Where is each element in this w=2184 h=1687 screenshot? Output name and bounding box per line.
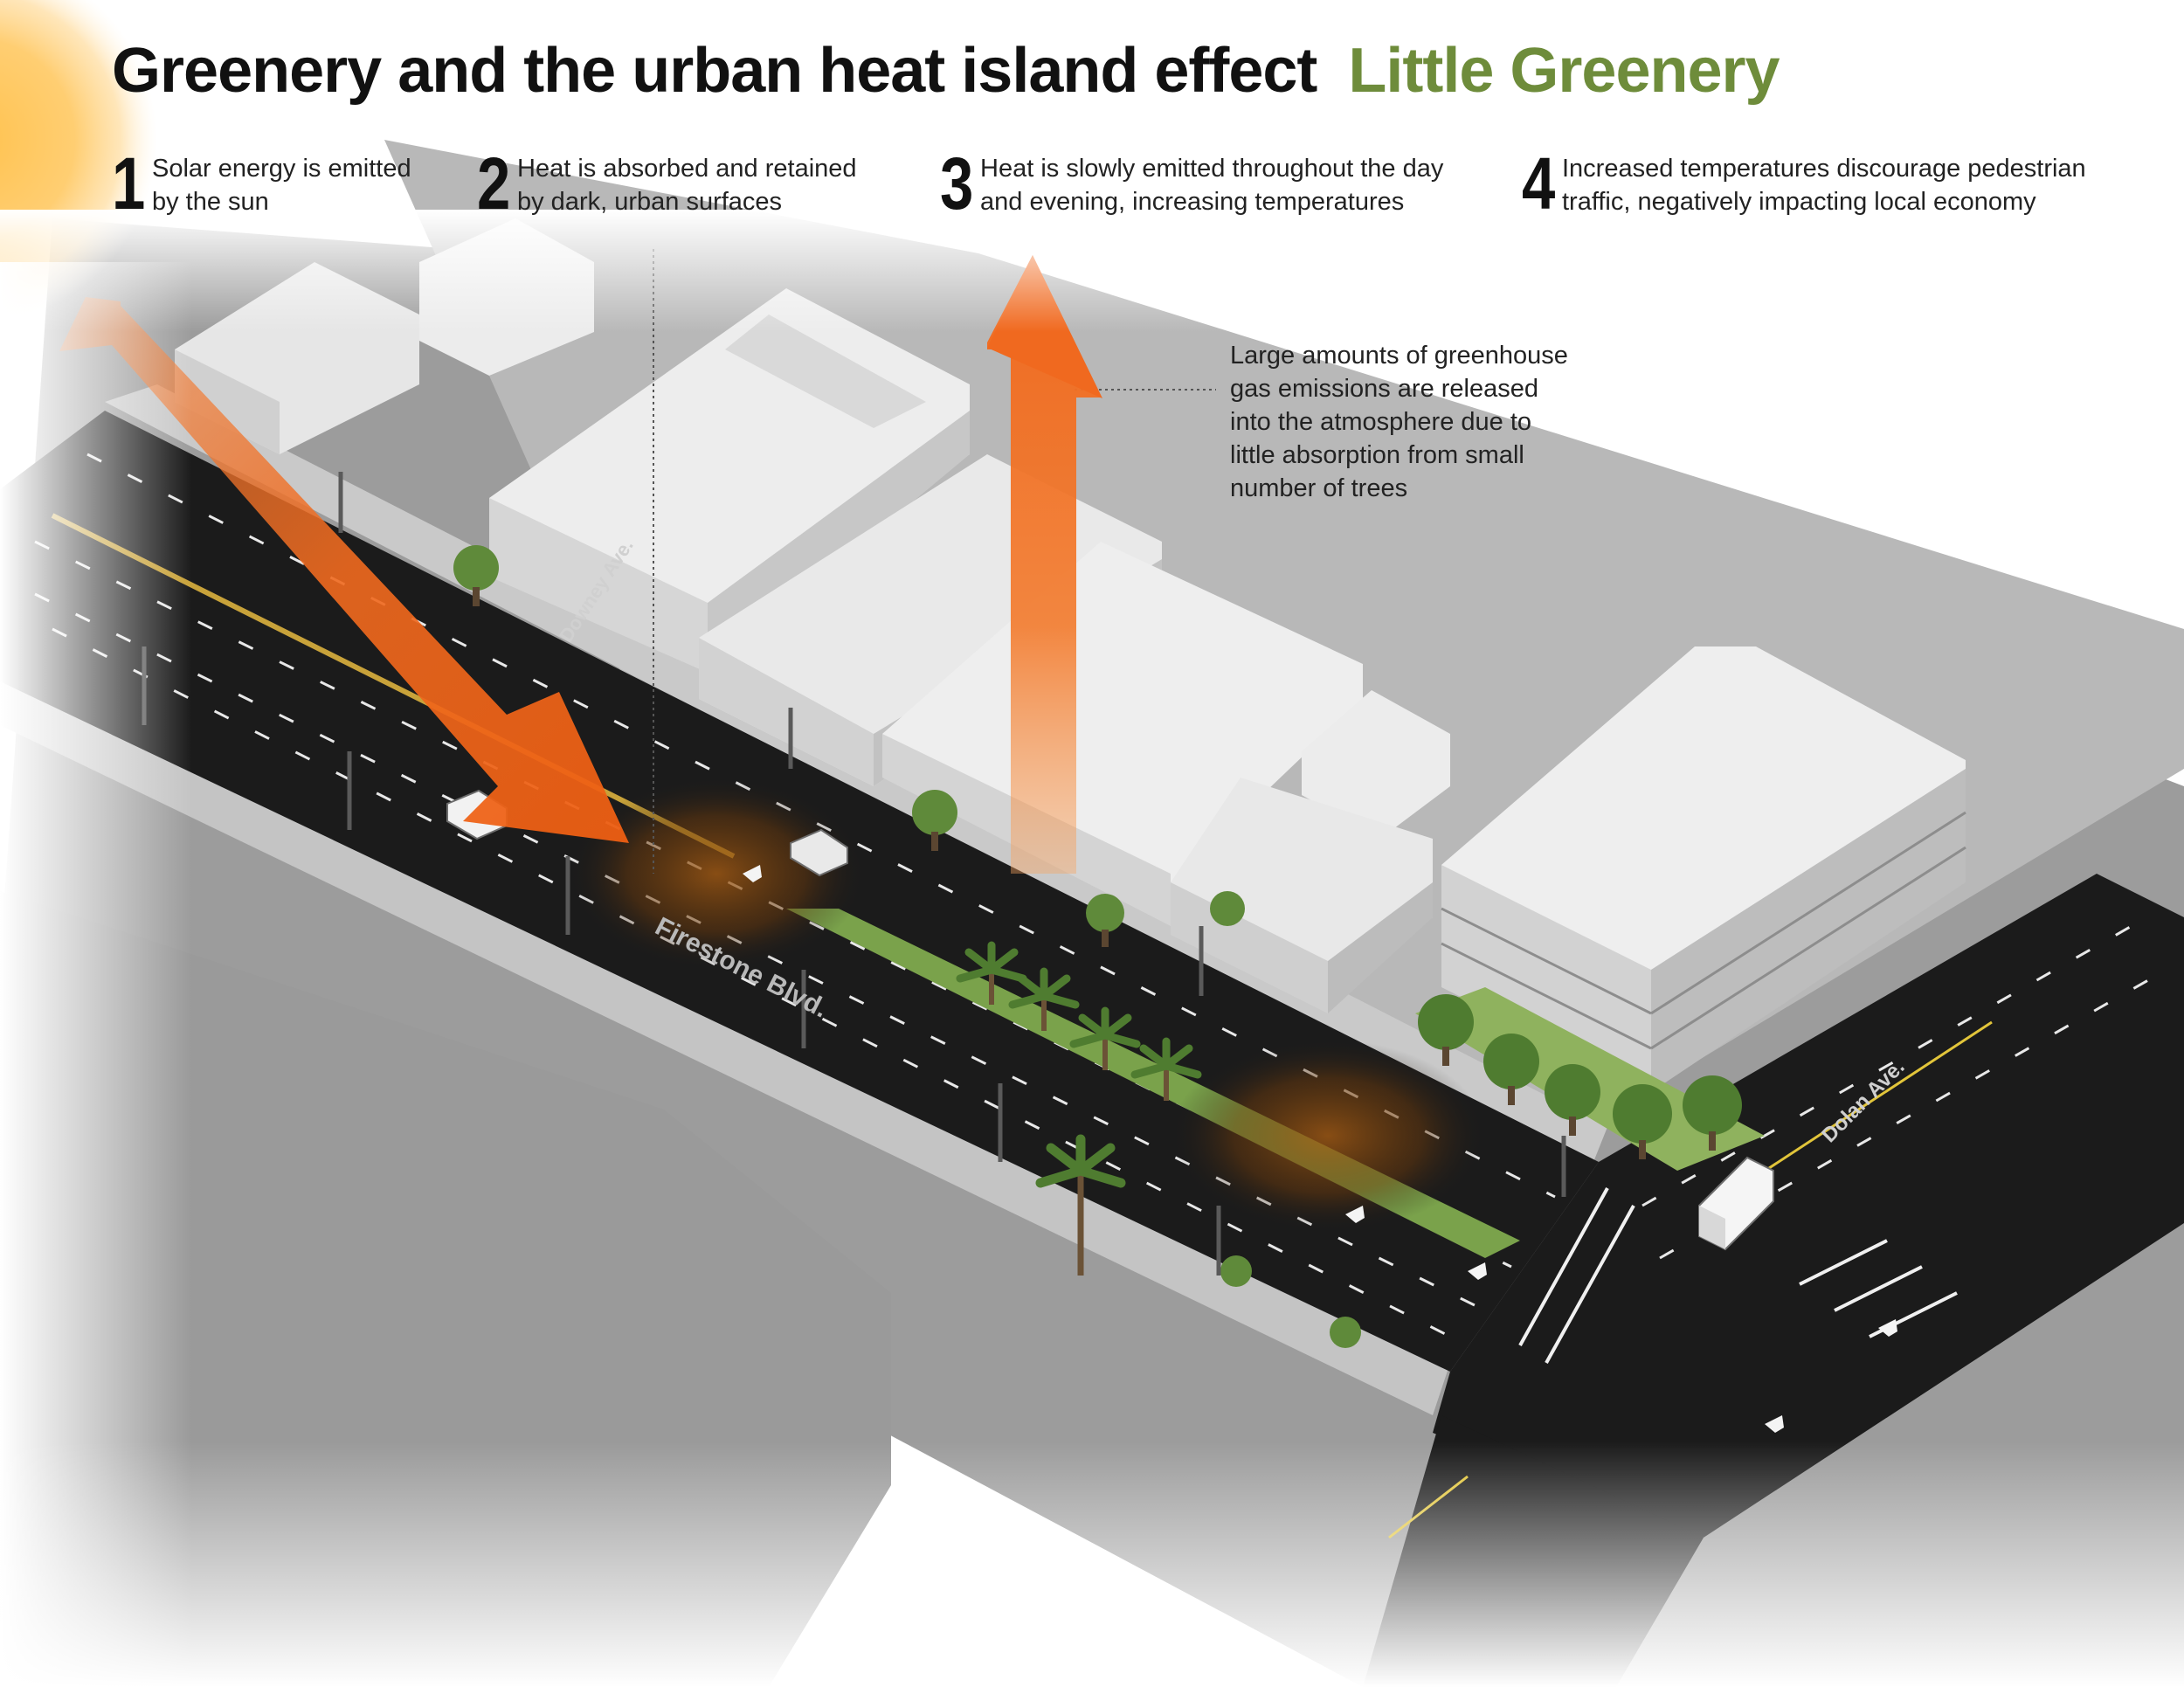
greenhouse-gas-annotation: Large amounts of greenhouse gas emission… <box>1230 342 1568 502</box>
car-icon <box>790 828 848 877</box>
tree-icon <box>1220 1255 1252 1287</box>
step-3: 3 Heat is slowly emitted throughout the … <box>940 142 1444 225</box>
rising-heat-arrow-icon <box>987 255 1101 874</box>
heat-glow-west <box>568 778 865 970</box>
step-2: 2 Heat is absorbed and retained by dark,… <box>477 142 857 225</box>
step-1: 1 Solar energy is emitted by the sun <box>112 142 411 225</box>
tree-icon <box>1330 1317 1361 1348</box>
street-lamps <box>142 472 1566 1276</box>
fade-top <box>0 210 2184 332</box>
roof-parapet-a <box>725 315 926 428</box>
step-number: 1 <box>112 142 146 225</box>
dolan-ave-road <box>1433 874 2184 1538</box>
step-number: 2 <box>477 142 511 225</box>
tree-icon <box>1086 894 1124 947</box>
tree-icon <box>1613 1084 1672 1159</box>
incoming-heat-arrow-icon <box>59 297 629 843</box>
fade-bottom <box>0 1442 2184 1687</box>
page-title: Greenery and the urban heat island effec… <box>112 35 1780 107</box>
tree-icon <box>1545 1064 1600 1136</box>
palm-tree-icon <box>1130 1037 1202 1101</box>
step-text: Solar energy is emitted by the sun <box>152 155 411 216</box>
tree-icon <box>1418 994 1474 1066</box>
trees <box>453 545 1742 1348</box>
step-number: 4 <box>1522 142 1556 225</box>
step-text: Increased temperatures discourage pedest… <box>1562 155 2086 216</box>
step-number: 3 <box>940 142 974 225</box>
title-main: Greenery and the urban heat island effec… <box>112 36 1317 106</box>
palm-tree-icon <box>1008 967 1080 1031</box>
tree-icon <box>1483 1034 1539 1105</box>
palm-tree-icon <box>956 941 1027 1005</box>
truck-icon <box>1698 1156 1774 1251</box>
dolan-centerline <box>1738 1020 1993 1190</box>
tree-icon <box>1683 1075 1742 1151</box>
heat-glow-east <box>1171 1040 1485 1232</box>
title-subtitle: Little Greenery <box>1348 36 1780 106</box>
palm-trees <box>956 941 1202 1276</box>
tree-icon <box>912 790 957 851</box>
palm-tree-icon <box>1035 1134 1126 1276</box>
road-arrows <box>743 865 1897 1433</box>
step-text: Heat is slowly emitted throughout the da… <box>980 155 1444 216</box>
step-text: Heat is absorbed and retained by dark, u… <box>517 155 857 216</box>
tree-icon <box>453 545 499 606</box>
tree-icon <box>1210 891 1245 926</box>
step-4: 4 Increased temperatures discourage pede… <box>1522 142 2086 225</box>
palm-tree-icon <box>1069 1006 1141 1070</box>
